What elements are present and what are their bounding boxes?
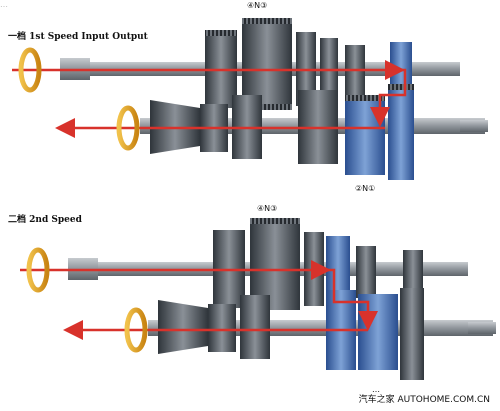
synchro-4n3 [242,18,292,110]
panel1-mechanism [12,18,488,180]
panel2-mechanism [20,218,496,380]
panel2-gear-bottom: … [372,385,380,394]
panel1-title: 一档 1st Speed Input Output [8,32,148,42]
panel2-gear-top: ④N③ [257,204,278,213]
footer-brand: 汽车之家 AUTOHOME.COM.CN [358,395,490,405]
panel1-gear-top: ④N③ [247,1,268,10]
power-path-arrow [370,68,407,127]
output-rotation-ring [116,105,140,151]
corner-watermark: … [0,0,8,9]
first-gear-driven [388,84,414,180]
panel2-title: 二档 2nd Speed [8,215,82,225]
panel1-gear-bottom: ②N① [355,184,376,193]
input-rotation-ring [18,47,42,93]
